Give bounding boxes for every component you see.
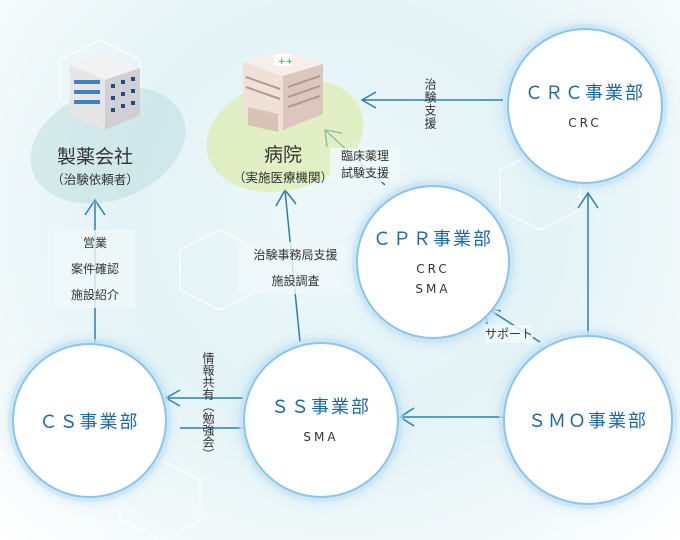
label-case-confirm: 案件確認 (70, 262, 119, 276)
hospital-title: 病院 (263, 144, 302, 166)
cs-division-circle[interactable]: ＣＳ事業部 (12, 343, 167, 498)
label-clinical-pharmacology: 臨床薬理 (340, 149, 389, 163)
pharma-building-icon (70, 55, 140, 130)
smo-division-title: ＳＭＯ事業部 (528, 411, 648, 432)
ss-hospital-label: 治験事務局支援 施設調査 (238, 242, 353, 294)
cs-division-title: ＣＳ事業部 (39, 411, 140, 433)
pharma-title: 製薬会社 (56, 146, 133, 168)
cpr-division-title: ＣＰＲ事業部 (373, 229, 493, 250)
cpr-division-circle[interactable]: ＣＰＲ事業部 CRC SMA (356, 185, 510, 339)
label-facility-intro: 施設紹介 (70, 288, 119, 302)
crc-division-title: ＣＲＣ事業部 (525, 83, 645, 104)
hospital-entity: 病院 （実施医療機関） (218, 140, 348, 186)
cs-pharma-label: 営業 案件確認 施設紹介 (55, 230, 135, 308)
crc-division-sub: CRC (568, 116, 602, 130)
arrow-crc-to-hospital (360, 91, 503, 109)
cs-ss-label: 情報共有（勉強会） (201, 352, 215, 460)
ss-division-title: ＳＳ事業部 (271, 397, 371, 418)
crc-hospital-label: 治験支援 (423, 78, 437, 130)
smo-division-circle[interactable]: ＳＭＯ事業部 (503, 335, 673, 505)
label-office-support: 治験事務局支援 (253, 248, 338, 262)
hospital-subtitle: （実施医療機関） (232, 170, 333, 185)
ss-division-circle[interactable]: ＳＳ事業部 SMA (243, 342, 399, 498)
label-sales: 営業 (82, 236, 107, 250)
arrow-ss-to-cs (164, 389, 243, 407)
hospital-building-icon: ++ (243, 50, 323, 132)
pharma-entity: 製薬会社 （治験依頼者） (40, 142, 150, 188)
svg-text:++: ++ (278, 57, 293, 67)
label-trial-support: 試験支援 (340, 166, 389, 180)
arrow-smo-to-crc (577, 191, 599, 335)
smo-cpr-label: サポート (485, 325, 534, 343)
arrow-smo-to-ss (398, 407, 505, 427)
label-facility-survey: 施設調査 (271, 274, 320, 288)
cpr-division-sub-sma: SMA (415, 282, 451, 296)
ss-division-sub: SMA (303, 430, 339, 444)
crc-division-circle[interactable]: ＣＲＣ事業部 CRC (507, 28, 663, 184)
cpr-division-sub-crc: CRC (416, 262, 450, 276)
pharma-subtitle: （治験依頼者） (51, 172, 139, 187)
cpr-hospital-label: 臨床薬理 試験支援 (330, 148, 400, 182)
